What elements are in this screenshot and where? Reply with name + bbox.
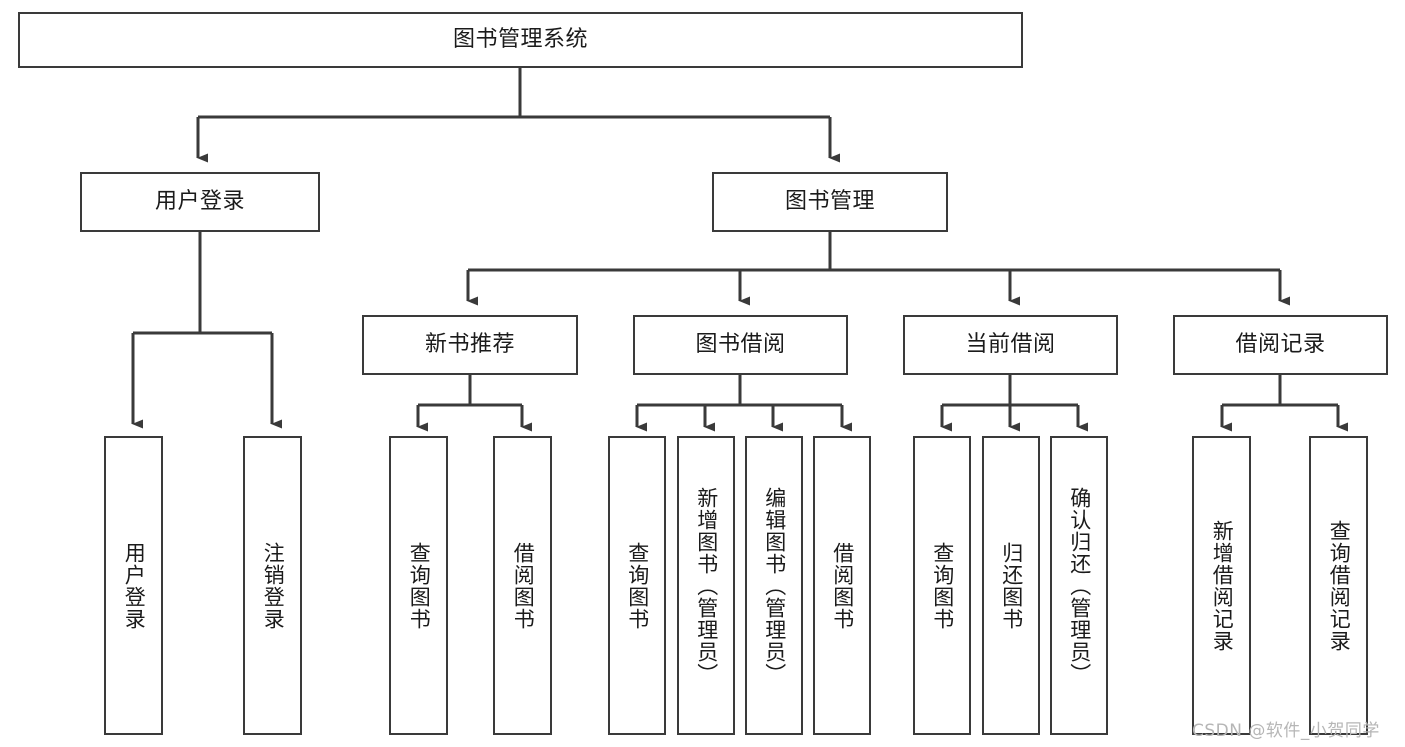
- connector-currentborrow-to-leaves: [940, 375, 1088, 432]
- connector-bookborrow-to-leaves: [635, 375, 852, 432]
- leaf-user-login[interactable]: 用户登录: [104, 436, 163, 735]
- connector-bookmanage-to-level3: [466, 232, 1290, 306]
- connector-newbookrec-to-leaves: [416, 375, 532, 432]
- leaf-user-logout[interactable]: 注销登录: [243, 436, 302, 735]
- node-current-borrow[interactable]: 当前借阅: [903, 315, 1118, 375]
- node-root[interactable]: 图书管理系统: [18, 12, 1023, 68]
- connector-borrowrecord-to-leaves: [1220, 375, 1348, 432]
- leaf-borrow-book-borrow[interactable]: 借阅图书: [813, 436, 871, 735]
- leaf-return-book-label: 归还图书: [999, 541, 1024, 630]
- node-book-borrow[interactable]: 图书借阅: [633, 315, 848, 375]
- node-user-login[interactable]: 用户登录: [80, 172, 320, 232]
- node-new-book-recommend-label: 新书推荐: [424, 331, 515, 357]
- leaf-confirm-return-admin-label: 确认归还（管理员）: [1067, 486, 1092, 685]
- node-book-manage-label: 图书管理: [784, 188, 875, 214]
- leaf-query-book-current[interactable]: 查询图书: [913, 436, 971, 735]
- leaf-borrow-book-recommend[interactable]: 借阅图书: [493, 436, 552, 735]
- leaf-user-login-label: 用户登录: [122, 541, 147, 630]
- leaf-query-book-borrow[interactable]: 查询图书: [608, 436, 666, 735]
- node-borrow-record[interactable]: 借阅记录: [1173, 315, 1388, 375]
- leaf-query-borrow-record-label: 查询借阅记录: [1327, 519, 1352, 652]
- leaf-confirm-return-admin[interactable]: 确认归还（管理员）: [1050, 436, 1108, 735]
- leaf-query-book-current-label: 查询图书: [930, 541, 955, 630]
- leaf-add-borrow-record-label: 新增借阅记录: [1210, 519, 1235, 652]
- node-new-book-recommend[interactable]: 新书推荐: [362, 315, 578, 375]
- leaf-edit-book-admin[interactable]: 编辑图书（管理员）: [745, 436, 803, 735]
- leaf-query-borrow-record[interactable]: 查询借阅记录: [1309, 436, 1368, 735]
- leaf-borrow-book-recommend-label: 借阅图书: [511, 541, 536, 630]
- node-borrow-record-label: 借阅记录: [1235, 331, 1326, 357]
- leaf-borrow-book-borrow-label: 借阅图书: [830, 541, 855, 630]
- node-book-borrow-label: 图书借阅: [695, 331, 786, 357]
- leaf-query-book-recommend[interactable]: 查询图书: [389, 436, 448, 735]
- leaf-query-book-recommend-label: 查询图书: [407, 541, 432, 630]
- leaf-add-borrow-record[interactable]: 新增借阅记录: [1192, 436, 1251, 735]
- leaf-return-book[interactable]: 归还图书: [982, 436, 1040, 735]
- leaf-query-book-borrow-label: 查询图书: [625, 541, 650, 630]
- node-root-label: 图书管理系统: [452, 26, 588, 52]
- connector-root-to-level2: [196, 67, 840, 163]
- node-user-login-label: 用户登录: [154, 188, 245, 214]
- node-book-manage[interactable]: 图书管理: [712, 172, 948, 232]
- leaf-edit-book-admin-label: 编辑图书（管理员）: [762, 486, 787, 685]
- connector-userlogin-to-leaves: [131, 232, 282, 429]
- node-current-borrow-label: 当前借阅: [965, 331, 1056, 357]
- leaf-add-book-admin-label: 新增图书（管理员）: [694, 486, 719, 685]
- leaf-user-logout-label: 注销登录: [261, 541, 286, 630]
- leaf-add-book-admin[interactable]: 新增图书（管理员）: [677, 436, 735, 735]
